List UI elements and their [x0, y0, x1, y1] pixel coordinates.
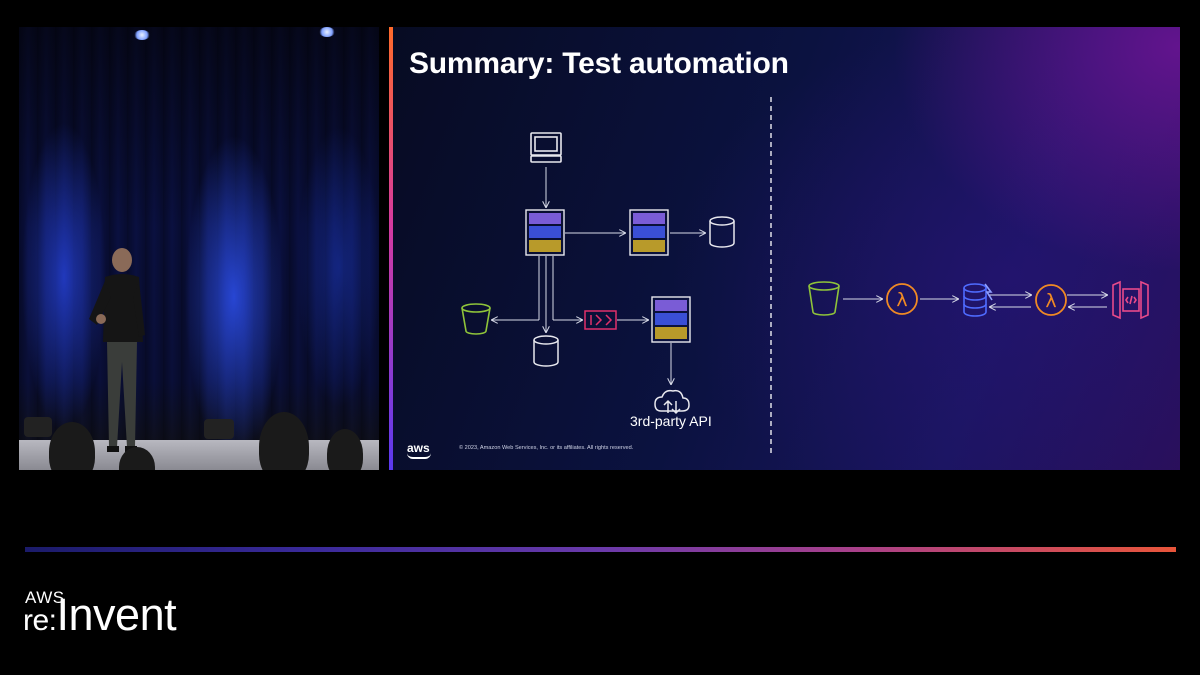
reinvent-logo-wordmark: re:Invent: [23, 589, 177, 640]
audience-member: [327, 429, 363, 470]
audience-member: [49, 422, 95, 470]
database-icon: [709, 216, 735, 248]
api-gateway-icon: [1112, 280, 1149, 320]
svg-text:λ: λ: [896, 289, 907, 311]
audience-member: [119, 447, 155, 470]
presentation-slide: Summary: Test automation: [389, 27, 1180, 470]
client-computer-icon: [530, 132, 562, 163]
stage-light: [319, 27, 335, 37]
dynamodb-stream-icon: [963, 283, 993, 317]
s3-bucket-icon: [461, 303, 491, 335]
audience-member: [259, 412, 309, 470]
speaker-video: [19, 27, 379, 470]
copyright-notice: © 2023, Amazon Web Services, Inc. or its…: [459, 445, 634, 451]
database-icon: [533, 335, 559, 367]
aws-logo: aws: [407, 441, 430, 455]
slide-title: Summary: Test automation: [409, 47, 789, 80]
third-party-api-label: 3rd-party API: [630, 413, 712, 429]
reinvent-logo-aws: AWS: [25, 588, 65, 607]
svg-text:λ: λ: [1045, 290, 1056, 312]
stage-monitor: [24, 417, 52, 437]
connectors-right: [843, 295, 1107, 307]
stage-light: [134, 30, 150, 40]
application-stack-icon: [651, 296, 691, 343]
connectors-left: [492, 167, 705, 384]
lambda-icon: λ: [1035, 284, 1067, 316]
architecture-diagram: λ λ: [461, 97, 1149, 455]
aws-logo-smile-icon: [407, 453, 431, 459]
cloud-upload-icon: [654, 389, 690, 415]
application-stack-icon: [629, 209, 669, 256]
slide-accent-bar: [389, 27, 393, 470]
application-stack-icon: [525, 209, 565, 256]
event-queue-icon: [584, 310, 617, 330]
reinvent-logo-re: re:: [23, 604, 57, 637]
stage-monitor: [204, 419, 234, 439]
lambda-icon: λ: [886, 283, 918, 315]
reinvent-logo-invent: Invent: [56, 589, 177, 640]
brand-gradient-bar: [25, 547, 1176, 552]
s3-bucket-icon: [808, 281, 840, 316]
speaker: [89, 248, 145, 452]
